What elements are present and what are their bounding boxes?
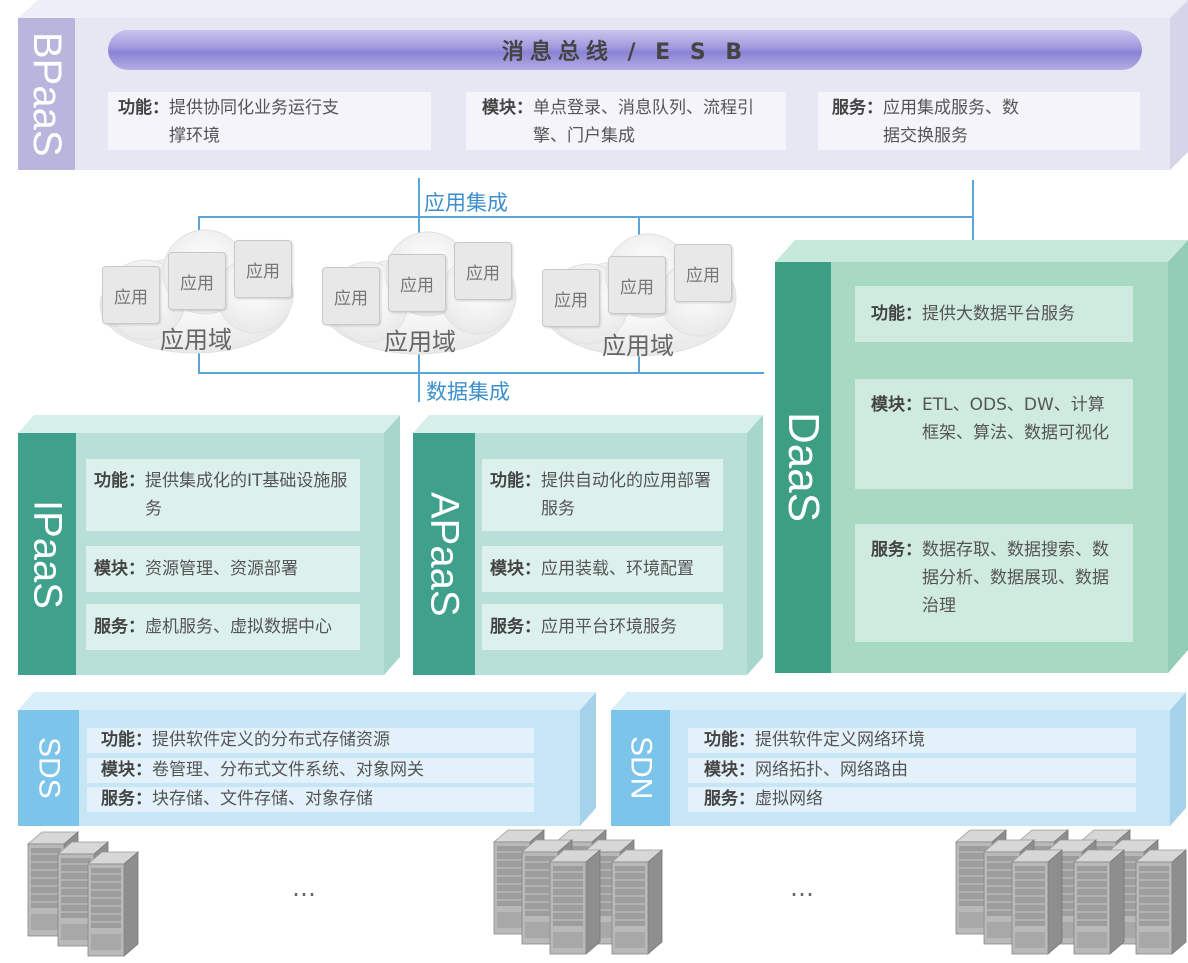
- server-group-1: [27, 831, 139, 957]
- daas-service-value: 数据存取、数据搜索、数据分析、数据展现、数据治理: [922, 540, 1109, 616]
- app-integration-drop-4: [972, 180, 974, 244]
- apaas-module-box: 模块： 应用装载、环境配置: [482, 546, 723, 592]
- bpaas-function-key: 功能：: [118, 98, 169, 118]
- sdn-service-value: 虚拟网络: [755, 789, 823, 809]
- daas-service-key: 服务：: [871, 540, 922, 560]
- bpaas-service-key: 服务：: [832, 98, 883, 118]
- ipaas-service-value: 虚机服务、虚拟数据中心: [145, 617, 332, 637]
- ipaas-service-key: 服务：: [94, 617, 145, 637]
- ipaas-side-label: IPaaS: [18, 433, 76, 675]
- apaas-service-key: 服务：: [490, 617, 541, 637]
- bpaas-module-key: 模块：: [482, 98, 533, 118]
- app-domain-label: 应用域: [160, 326, 232, 354]
- apaas-service-box: 服务： 应用平台环境服务: [482, 604, 723, 650]
- sdn-module-key: 模块：: [704, 760, 755, 780]
- bpaas-function-box: 功能： 提供协同化业务运行支撑环境: [108, 92, 431, 150]
- data-integration-rise-2: [418, 346, 420, 402]
- app-tile: 应用: [168, 252, 226, 310]
- apaas-function-value: 提供自动化的应用部署服务: [541, 471, 711, 519]
- app-integration-bus: [198, 216, 974, 218]
- daas-module-box: 模块： ETL、ODS、DW、计算框架、算法、数据可视化: [855, 379, 1133, 489]
- app-tile: 应用: [234, 240, 292, 298]
- daas-3d-edge: [775, 240, 1188, 673]
- daas-service-box: 服务： 数据存取、数据搜索、数据分析、数据展现、数据治理: [855, 524, 1133, 642]
- app-domain-label: 应用域: [602, 332, 674, 360]
- app-integration-drop-2: [418, 216, 420, 244]
- apaas-function-box: 功能： 提供自动化的应用部署服务: [482, 459, 723, 531]
- app-tile: 应用: [454, 242, 512, 300]
- bpaas-service-value: 应用集成服务、数据交换服务: [883, 98, 1019, 146]
- app-tile: 应用: [542, 269, 600, 327]
- daas-function-value: 提供大数据平台服务: [922, 304, 1075, 324]
- app-tile: 应用: [388, 254, 446, 312]
- app-tile: 应用: [322, 267, 380, 325]
- daas-function-box: 功能： 提供大数据平台服务: [855, 286, 1133, 342]
- app-tile: 应用: [102, 266, 160, 324]
- ipaas-3d-edge: [18, 415, 763, 675]
- apaas-side-label: APaaS: [413, 433, 475, 675]
- apaas-function-key: 功能：: [490, 471, 541, 491]
- app-integration-label: 应用集成: [424, 191, 508, 215]
- sdn-function-key: 功能：: [704, 730, 755, 750]
- app-integration-drop-3: [638, 216, 640, 244]
- apaas-module-key: 模块：: [490, 559, 541, 579]
- sds-module-box: 模块： 卷管理、分布式文件系统、对象网关: [87, 758, 534, 783]
- app-integration-trunk: [418, 178, 420, 238]
- ipaas-module-key: 模块：: [94, 559, 145, 579]
- ellipsis-2: …: [790, 874, 818, 902]
- bpaas-3d-edge: [18, 0, 1188, 170]
- sdn-module-box: 模块： 网络拓扑、网络路由: [688, 758, 1136, 783]
- ipaas-function-box: 功能： 提供集成化的IT基础设施服务: [86, 459, 360, 531]
- sds-module-value: 卷管理、分布式文件系统、对象网关: [152, 760, 424, 780]
- apaas-module-value: 应用装载、环境配置: [541, 559, 694, 579]
- data-integration-rise-1: [198, 346, 200, 374]
- app-tile: 应用: [608, 256, 666, 314]
- sds-service-value: 块存储、文件存储、对象存储: [152, 789, 373, 809]
- sdn-module-value: 网络拓扑、网络路由: [755, 760, 908, 780]
- bpaas-function-value: 提供协同化业务运行支撑环境: [169, 98, 339, 146]
- daas-module-value: ETL、ODS、DW、计算框架、算法、数据可视化: [922, 395, 1109, 443]
- bpaas-side-label: BPaaS: [18, 18, 75, 170]
- sdn-service-box: 服务： 虚拟网络: [688, 787, 1136, 812]
- data-integration-bus: [198, 372, 764, 374]
- ipaas-module-box: 模块： 资源管理、资源部署: [86, 546, 360, 592]
- bpaas-module-value: 单点登录、消息队列、流程引擎、门户集成: [533, 98, 754, 146]
- ipaas-function-value: 提供集成化的IT基础设施服务: [145, 471, 348, 519]
- server-racks: [27, 829, 1187, 957]
- sdn-side-label: SDN: [611, 710, 670, 826]
- ellipsis-1: …: [292, 874, 320, 902]
- daas-side-label: DaaS: [775, 262, 831, 673]
- daas-function-key: 功能：: [871, 304, 922, 324]
- sds-service-key: 服务：: [101, 789, 152, 809]
- sds-function-key: 功能：: [101, 730, 152, 750]
- sdn-function-value: 提供软件定义网络环境: [755, 730, 925, 750]
- sds-function-value: 提供软件定义的分布式存储资源: [152, 730, 390, 750]
- esb-bus-label: 消息总线 / E S B: [501, 40, 749, 65]
- server-group-3: [955, 829, 1187, 955]
- sds-service-box: 服务： 块存储、文件存储、对象存储: [87, 787, 534, 812]
- sdn-function-box: 功能： 提供软件定义网络环境: [688, 728, 1136, 753]
- daas-module-key: 模块：: [871, 395, 922, 415]
- sds-function-box: 功能： 提供软件定义的分布式存储资源: [87, 728, 534, 753]
- sds-side-label: SDS: [18, 710, 79, 826]
- ipaas-module-value: 资源管理、资源部署: [145, 559, 298, 579]
- sds-module-key: 模块：: [101, 760, 152, 780]
- sds-sdn-3d-edge: [18, 692, 1186, 826]
- ipaas-service-box: 服务： 虚机服务、虚拟数据中心: [86, 604, 360, 650]
- sdn-service-key: 服务：: [704, 789, 755, 809]
- app-tile: 应用: [674, 244, 732, 302]
- server-group-2: [493, 829, 663, 955]
- bpaas-service-box: 服务： 应用集成服务、数据交换服务: [818, 92, 1140, 150]
- ipaas-function-key: 功能：: [94, 471, 145, 491]
- bpaas-module-box: 模块： 单点登录、消息队列、流程引擎、门户集成: [466, 92, 786, 150]
- esb-bus: 消息总线 / E S B: [108, 30, 1142, 70]
- apaas-service-value: 应用平台环境服务: [541, 617, 677, 637]
- data-integration-label: 数据集成: [426, 380, 510, 404]
- data-integration-rise-3: [638, 346, 640, 374]
- app-domain-label: 应用域: [384, 328, 456, 356]
